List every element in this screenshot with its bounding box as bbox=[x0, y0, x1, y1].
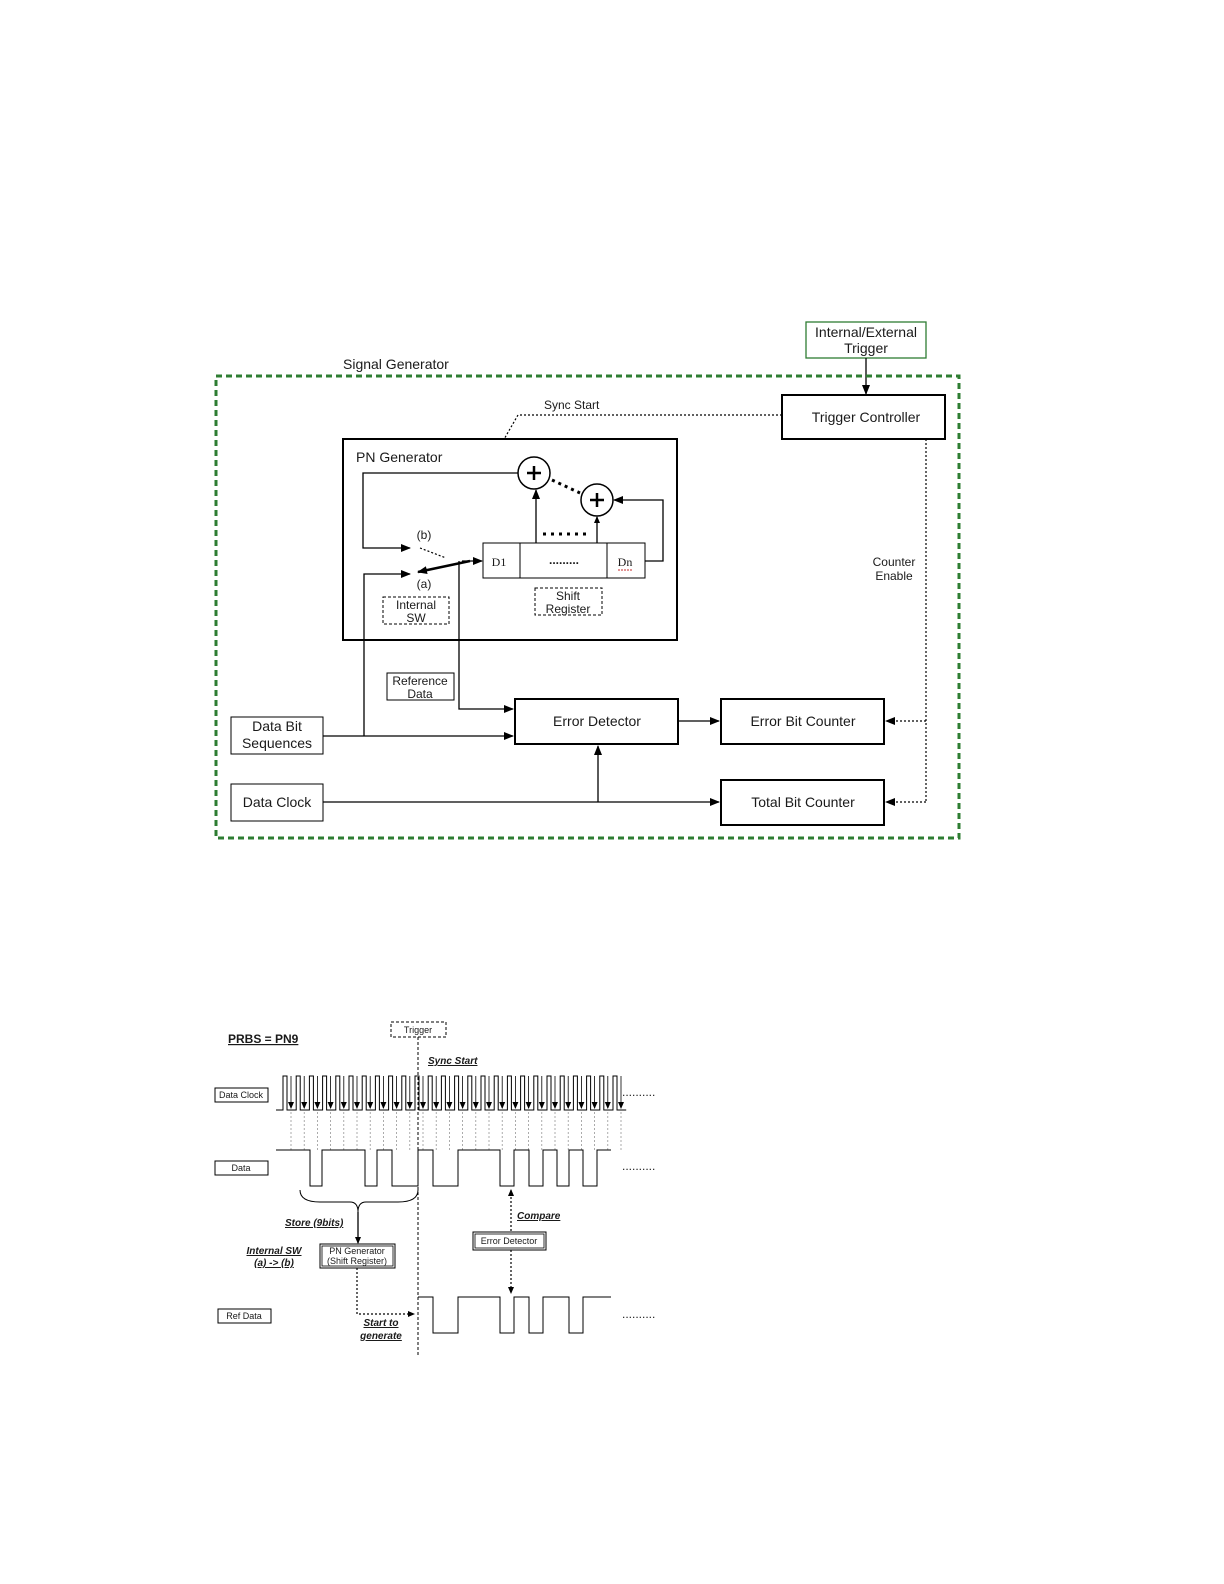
data-tag bbox=[214, 1160, 269, 1176]
switch-lever bbox=[417, 559, 471, 575]
data-bit-sequences-box bbox=[230, 716, 324, 755]
internal-sw-box bbox=[382, 596, 450, 625]
error-bit-counter-label: Error Bit Counter bbox=[750, 713, 855, 729]
xor-adder-2 bbox=[580, 483, 614, 517]
reference-data-box bbox=[386, 672, 455, 701]
block-diagram: Internal/External Trigger Signal Generat… bbox=[214, 321, 961, 840]
total-bit-counter-box bbox=[720, 779, 885, 826]
signal-generator-frame bbox=[214, 374, 961, 840]
reference-data-wire bbox=[458, 561, 514, 713]
internal-sw-timing-1: Internal SW bbox=[246, 1246, 303, 1257]
start-to-generate-1: Start to bbox=[364, 1318, 399, 1329]
compare-label: Compare bbox=[517, 1211, 561, 1222]
pn-generator-timing-2: (Shift Register) bbox=[327, 1256, 387, 1266]
error-detector-timing-box bbox=[472, 1231, 547, 1251]
shift-register-caption-1: Shift bbox=[556, 589, 581, 603]
sync-start-label-timing: Sync Start bbox=[428, 1056, 478, 1067]
ref-data-tag-label: Ref Data bbox=[226, 1311, 262, 1321]
prbs-title: PRBS = PN9 bbox=[228, 1032, 299, 1046]
shift-register-caption-2: Register bbox=[546, 602, 591, 616]
trigger-source-box: Internal/External Trigger bbox=[805, 321, 927, 359]
error-bit-counter-box bbox=[720, 698, 885, 745]
internal-sw-label-2: SW bbox=[406, 611, 426, 625]
data-waveform bbox=[276, 1149, 611, 1187]
pn-generator-timing-1: PN Generator bbox=[329, 1246, 385, 1256]
error-detector-label: Error Detector bbox=[553, 713, 641, 729]
reference-data-label-2: Data bbox=[407, 687, 433, 701]
adder-chain-dots bbox=[551, 478, 581, 495]
switch-b-contact bbox=[419, 547, 447, 559]
ref-data-tag bbox=[217, 1308, 272, 1324]
clock-ellipsis: .......... bbox=[622, 1085, 655, 1099]
switch-a-label: (a) bbox=[417, 577, 432, 591]
internal-sw-label-1: Internal bbox=[396, 598, 436, 612]
ref-data-ellipsis: .......... bbox=[622, 1307, 655, 1321]
trigger-controller-box bbox=[781, 394, 946, 440]
start-to-generate-arrow bbox=[356, 1268, 415, 1317]
data-to-switch-a-wire bbox=[363, 570, 411, 736]
error-detector-timing-inner bbox=[474, 1233, 545, 1249]
error-detector-timing-label: Error Detector bbox=[481, 1236, 538, 1246]
data-clock-tag bbox=[214, 1087, 269, 1103]
data-ellipsis: .......... bbox=[622, 1159, 655, 1173]
clock-pulse-train bbox=[276, 1075, 627, 1111]
feedback-to-switch-b bbox=[362, 472, 518, 552]
data-clock-tag-label: Data Clock bbox=[219, 1090, 264, 1100]
trigger-source-label-1: Internal/External bbox=[815, 324, 917, 340]
data-clock-box bbox=[230, 783, 324, 822]
pn-generator-timing-inner bbox=[321, 1245, 394, 1267]
switch-b-label: (b) bbox=[417, 528, 432, 542]
counter-enable-label-1: Counter bbox=[873, 555, 916, 569]
reference-data-label-1: Reference bbox=[392, 674, 448, 688]
shift-register-caption-box bbox=[534, 587, 603, 616]
trigger-controller-label: Trigger Controller bbox=[812, 409, 921, 425]
pn-generator-timing-box bbox=[319, 1243, 396, 1269]
data-bit-sequences-label-1: Data Bit bbox=[252, 718, 302, 734]
data-tag-label: Data bbox=[231, 1163, 250, 1173]
store-brace bbox=[299, 1189, 419, 1213]
signal-generator-label: Signal Generator bbox=[343, 356, 449, 372]
clock-guide-lines bbox=[290, 1112, 622, 1150]
data-clock-waveform bbox=[276, 1075, 627, 1111]
data-clock-label: Data Clock bbox=[243, 794, 312, 810]
ref-data-waveform bbox=[418, 1296, 611, 1334]
sync-start-label: Sync Start bbox=[544, 398, 600, 412]
counter-enable-label-2: Enable bbox=[875, 569, 913, 583]
pn-generator-label: PN Generator bbox=[356, 449, 443, 465]
trigger-label: Trigger bbox=[404, 1025, 432, 1035]
register-dn-label: Dn bbox=[618, 555, 633, 569]
timing-diagram: PRBS = PN9 Trigger Sync Start Data Clock… bbox=[214, 1021, 655, 1355]
trigger-source-label-2: Trigger bbox=[844, 340, 888, 356]
register-dots-label: ......... bbox=[549, 553, 579, 567]
register-d1-label: D1 bbox=[492, 555, 507, 569]
shift-register-box bbox=[482, 542, 646, 579]
xor-adder-1 bbox=[517, 456, 551, 490]
dn-feedback-wire bbox=[613, 496, 664, 562]
total-bit-counter-label: Total Bit Counter bbox=[751, 794, 855, 810]
store-label: Store (9bits) bbox=[285, 1218, 344, 1229]
internal-sw-timing-2: (a) -> (b) bbox=[254, 1258, 294, 1269]
data-bit-sequences-label-2: Sequences bbox=[242, 735, 312, 751]
start-to-generate-2: generate bbox=[359, 1331, 402, 1342]
